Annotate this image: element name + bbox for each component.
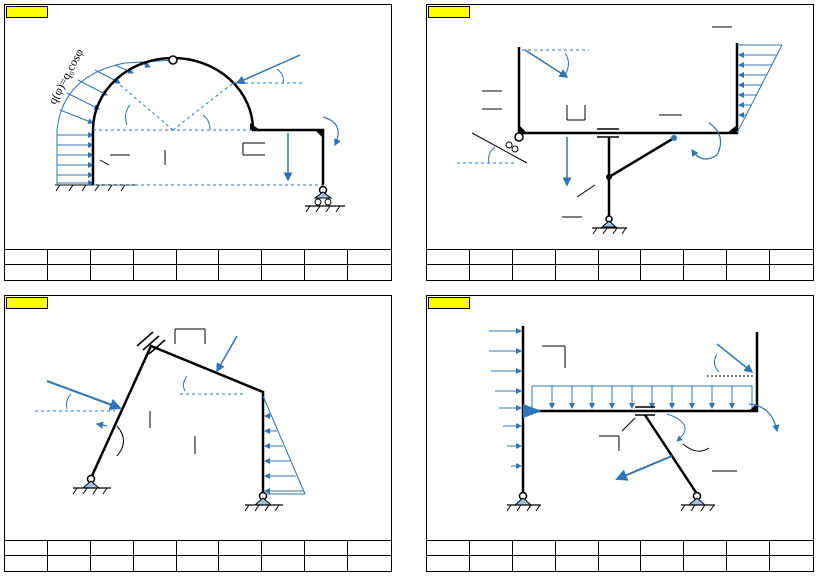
top-hinge [168,55,178,65]
uniform-load-left [56,130,94,186]
pin-support-3-left [72,474,111,495]
moment-arrow-4 [748,403,780,433]
panel-4-diagram [489,326,780,512]
slider-joint-3 [136,331,166,355]
panel-1: q(φ)=q₀cosφ [4,4,392,281]
dimension-marks [110,142,265,165]
frame-3 [89,344,265,494]
inclined-force-4 [716,343,754,373]
moment-arrow-3 [116,425,124,457]
frame-2 [517,43,739,135]
panel-4 [426,295,814,572]
panel-1-badge [6,6,48,18]
panel-4-badge [428,297,470,309]
cosine-load-arrows [59,61,151,124]
panel-1-table [5,249,391,280]
pin-support-4-left [506,491,541,512]
roller-support [305,185,345,213]
ground-hatch-left [55,184,135,192]
dimension-marks-4 [542,345,737,472]
strut-4 [643,414,699,495]
inclined-force-top [235,54,301,85]
moment-arrow-2 [691,122,722,160]
inclined-roller-2 [457,132,528,164]
beam-4 [523,332,759,413]
triangular-load-2 [736,44,783,134]
strut-2 [608,136,675,179]
column-load-4 [489,328,522,469]
inclined-force-3 [46,380,122,411]
panel-2 [426,4,814,281]
panel-2-badge [428,6,470,18]
panel-4-table [427,540,813,571]
moment-arrow [322,116,341,147]
beam-load-4 [531,385,753,409]
cosine-load-outline [56,59,176,131]
panel-3-table [5,540,391,571]
triangular-load-3 [262,395,306,495]
construction-lines [93,82,323,186]
panel-1-diagram: q(φ)=q₀cosφ [45,46,345,213]
dimension-marks-2 [482,26,732,218]
dimension-marks-3 [149,328,206,454]
panel-2-diagram [457,26,783,235]
panel-3-badge [6,297,48,309]
load-formula: q(φ)=q₀cosφ [45,46,86,106]
panel-2-table [427,249,813,280]
force-on-beam-3 [216,335,238,373]
pin-support-4-right [680,491,715,512]
panel-3-diagram [35,328,306,512]
inclined-force-bottom-4 [615,455,673,481]
pin-support-3-right [244,491,283,512]
inclined-force-2 [524,49,569,78]
pin-support-2 [592,215,627,235]
panel-3 [4,295,392,572]
